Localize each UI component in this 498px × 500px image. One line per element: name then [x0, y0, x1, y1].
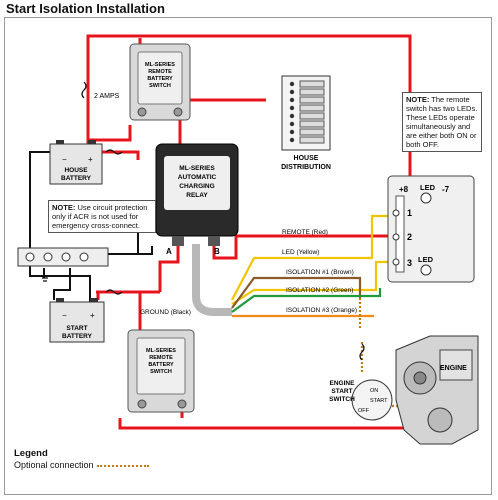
svg-text:ML-SERIES: ML-SERIES — [146, 348, 176, 354]
terminal-minus7: -7 — [442, 185, 450, 194]
led-bottom-label: LED — [418, 255, 434, 264]
legend: Legend Optional connection — [14, 448, 149, 470]
terminal-1: 1 — [407, 208, 412, 218]
breaker-indicator — [289, 89, 295, 95]
legend-row: Optional connection — [14, 460, 149, 470]
breaker-indicator — [289, 105, 295, 111]
house-distribution-label-2: DISTRIBUTION — [281, 164, 331, 171]
engine-start-switch: ON START OFF ENGINE START SWITCH — [329, 379, 393, 421]
page-title: Start Isolation Installation — [6, 1, 165, 16]
wire-label-iso1: ISOLATION #1 (Brown) — [286, 269, 354, 276]
svg-text:+: + — [90, 311, 95, 320]
breaker-switch — [299, 120, 325, 128]
breaker-switch — [299, 96, 325, 104]
svg-text:START: START — [370, 398, 388, 404]
start-battery: − + START BATTERY — [49, 298, 105, 343]
svg-text:SWITCH: SWITCH — [150, 369, 172, 375]
breaker-switch — [299, 88, 325, 96]
breaker-indicator — [289, 137, 295, 143]
note-acr: NOTE: Use circuit protection only if ACR… — [48, 200, 156, 233]
svg-text:SWITCH: SWITCH — [149, 83, 171, 89]
svg-text:−: − — [62, 311, 67, 320]
breaker-switch — [299, 104, 325, 112]
svg-text:RELAY: RELAY — [186, 192, 208, 199]
wire-label-iso3: ISOLATION #3 (Orange) — [286, 307, 357, 314]
svg-text:START: START — [331, 388, 352, 395]
breaker-indicator — [289, 113, 295, 119]
svg-text:+: + — [88, 155, 93, 164]
svg-text:REMOTE: REMOTE — [148, 69, 172, 75]
terminal-plus8: +8 — [399, 185, 409, 194]
legend-title: Legend — [14, 448, 48, 459]
terminal-block — [17, 247, 109, 267]
breaker-indicator — [289, 97, 295, 103]
fuse-label: 2 AMPS — [94, 93, 120, 100]
wire-label-led: LED (Yellow) — [282, 249, 319, 256]
legend-optional-line — [96, 465, 149, 467]
automatic-charging-relay: ML-SERIES AUTOMATIC CHARGING RELAY A B — [155, 143, 239, 256]
fuse-symbols — [81, 81, 365, 361]
note-leds: NOTE: The remote switch has two LEDs. Th… — [402, 92, 482, 152]
remote-battery-switch-bottom: ML-SERIES REMOTE BATTERY SWITCH — [127, 329, 195, 413]
svg-text:HOUSE: HOUSE — [64, 167, 88, 174]
svg-text:SWITCH: SWITCH — [329, 396, 355, 403]
ground-wire-bundle — [192, 244, 232, 316]
engine-label: ENGINE — [440, 365, 467, 372]
diagram-frame — [4, 17, 492, 495]
svg-text:BATTERY: BATTERY — [62, 333, 93, 340]
wire-label-ground: GROUND (Black) — [140, 309, 191, 316]
svg-text:ENGINE: ENGINE — [330, 380, 356, 387]
house-distribution-panel: HOUSE DISTRIBUTION — [281, 75, 331, 171]
breaker-switch — [299, 112, 325, 120]
house-battery: − + HOUSE BATTERY — [49, 140, 103, 185]
svg-text:−: − — [62, 155, 67, 164]
breaker-switch — [299, 80, 325, 88]
engine: ENGINE — [395, 335, 479, 445]
svg-text:ML-SERIES: ML-SERIES — [179, 165, 215, 172]
legend-item-label: Optional connection — [14, 460, 94, 470]
terminal-2: 2 — [407, 232, 412, 242]
svg-text:ML-SERIES: ML-SERIES — [145, 62, 175, 68]
remote-switch-panel: +8 -7 LED LED 1 2 3 — [387, 175, 475, 283]
svg-text:BATTERY: BATTERY — [61, 175, 92, 182]
svg-text:ON: ON — [370, 388, 378, 394]
acr-terminal-b: B — [214, 247, 220, 256]
svg-text:BATTERY: BATTERY — [147, 76, 173, 82]
svg-text:START: START — [66, 325, 87, 332]
breaker-indicator — [289, 129, 295, 135]
acr-terminal-a: A — [166, 247, 172, 256]
breaker-indicator — [289, 81, 295, 87]
breaker-indicator — [289, 121, 295, 127]
led-top-label: LED — [420, 183, 436, 192]
breaker-switch — [299, 128, 325, 136]
svg-text:AUTOMATIC: AUTOMATIC — [178, 174, 217, 181]
wire-label-iso2: ISOLATION #2 (Green) — [286, 287, 353, 294]
remote-battery-switch-top: ML-SERIES REMOTE BATTERY SWITCH — [129, 43, 191, 121]
svg-text:REMOTE: REMOTE — [149, 355, 173, 361]
wire-label-remote: REMOTE (Red) — [282, 229, 328, 236]
terminal-3: 3 — [407, 258, 412, 268]
svg-text:CHARGING: CHARGING — [179, 183, 214, 190]
breaker-switch — [299, 136, 325, 144]
svg-text:OFF: OFF — [358, 408, 370, 414]
svg-text:BATTERY: BATTERY — [148, 362, 174, 368]
house-distribution-label-1: HOUSE — [294, 155, 319, 162]
